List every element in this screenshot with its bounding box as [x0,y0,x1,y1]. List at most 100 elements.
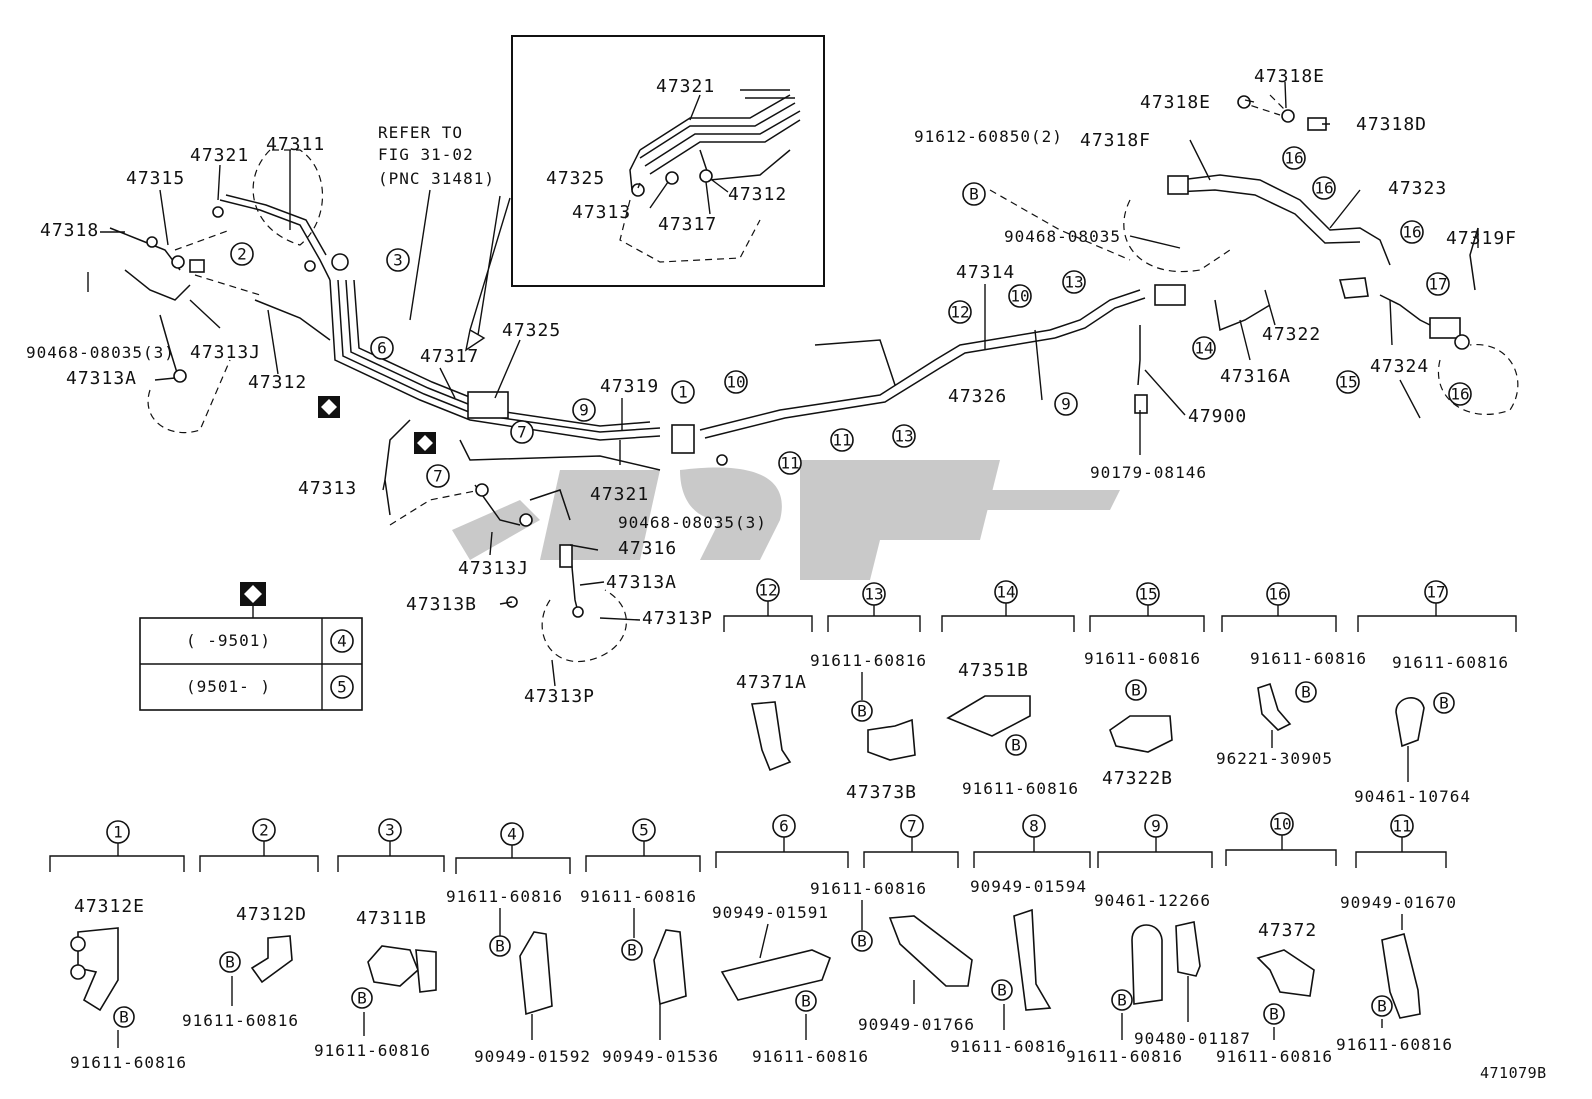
fitting-icon [212,206,224,218]
part-label: 47313 [298,478,357,499]
part-label: 47323 [1388,178,1447,199]
inset-label: 47313 [572,202,631,223]
refer-note: REFER TO FIG 31-02 (PNC 31481) [378,123,495,188]
svg-text:B: B [119,1008,129,1027]
clamp-icon [671,424,695,454]
fitting-icon [716,454,728,466]
bolt-marker-icon: B [991,979,1013,1001]
callout-9: 9 [572,398,596,422]
part-label: 91611-60816 [962,779,1079,798]
svg-text:B: B [1439,694,1449,713]
svg-text:10: 10 [1272,815,1291,834]
svg-text:11: 11 [1392,817,1411,836]
inset-label: 47321 [656,76,715,97]
bolt-marker-icon: B [851,930,873,952]
junction-block-icon [467,391,509,419]
svg-text:16: 16 [1402,223,1421,242]
bolt-marker-icon: B [621,939,643,961]
bolt-icon [506,596,518,608]
svg-text:17: 17 [1428,275,1447,294]
part-label: 91611-60816 [182,1011,299,1030]
part-label: 47313P [524,686,595,707]
part-label: 91611-60816 [752,1047,869,1066]
callout-17: 17 [1426,272,1450,296]
clamp-icon [1395,697,1425,748]
part-label: 91611-60816 [1250,649,1367,668]
svg-text:12: 12 [758,581,777,600]
svg-text:B: B [1131,681,1141,700]
svg-text:3: 3 [385,821,395,840]
svg-text:16: 16 [1268,585,1287,604]
bolt-marker-icon: B [1005,734,1027,756]
bracket-group-6: 6 90949-01591 B 91611-60816 [712,814,869,1066]
part-label: 47324 [1370,356,1429,377]
refer-note-line: (PNC 31481) [378,169,495,188]
part-label: 91612-60850(2) [914,127,1063,146]
bolt-marker-icon: B [851,700,873,722]
part-label: 47313J [458,558,529,579]
svg-text:10: 10 [1010,287,1029,306]
svg-text:B: B [1377,997,1387,1016]
bracket-icon [946,695,1031,737]
diamond-marker-icon [318,396,340,418]
valve-icon [1109,715,1173,753]
svg-text:17: 17 [1426,583,1445,602]
callout-15: 15 [1336,370,1360,394]
part-label: 90949-01536 [602,1047,719,1066]
svg-text:13: 13 [894,427,913,446]
svg-text:14: 14 [1194,339,1213,358]
part-label: 91611-60816 [1084,649,1201,668]
part-label: 91611-60816 [1336,1035,1453,1054]
part-label: 90461-12266 [1094,891,1211,910]
fitting-icon [519,513,533,527]
part-label: 47313A [66,368,137,389]
part-label: 91611-60816 [810,651,927,670]
svg-text:4: 4 [337,632,347,651]
callout-7: 7 [510,420,534,444]
part-label: 47351B [958,660,1029,681]
part-label: 91611-60816 [950,1037,1067,1056]
hose-end-icon [559,544,573,568]
bracket-group-3: 3 47311B B 91611-60816 [314,818,445,1060]
svg-text:B: B [997,981,1007,1000]
inset-frame [511,35,825,287]
part-label: 90949-01594 [970,877,1087,896]
part-label: 47325 [502,320,561,341]
part-label: 47318E [1254,66,1325,87]
bolt-marker-icon: B [1111,989,1133,1011]
fitting-icon [475,483,489,497]
part-label: 47319F [1446,228,1517,249]
fittings [146,95,1470,618]
bolt-marker-icon: B [489,935,511,957]
svg-text:13: 13 [1064,273,1083,292]
fitting-icon [173,369,187,383]
inset-label: 47325 [546,168,605,189]
bolt-marker-icon: B [795,990,817,1012]
hose-end-icon [1429,317,1461,339]
bolt-marker-icon: B [1433,692,1455,714]
refer-note-line: FIG 31-02 [378,145,474,164]
bracket-icon [888,915,973,987]
bolt-marker-icon: B [113,1006,135,1028]
svg-text:B: B [1301,683,1311,702]
svg-text:7: 7 [517,423,527,442]
svg-text:11: 11 [832,431,851,450]
bracket-group-14: 14 47351B B 91611-60816 [941,580,1079,798]
svg-text:B: B [1269,1005,1279,1024]
part-label: 47312 [248,372,307,393]
callout-16: 16 [1312,176,1336,200]
diamond-marker-icon [414,432,436,454]
fitting-icon [1454,334,1470,350]
bracket-group-7: 7 91611-60816 B 90949-01766 [810,814,974,1034]
bracket-group-11: 11 90949-01670 B 91611-60816 [1336,814,1456,1054]
refer-note-line: REFER TO [378,123,463,142]
svg-text:6: 6 [377,339,387,358]
fitting-icon [146,236,158,248]
inset-label: 47312 [728,184,787,205]
callout-12: 12 [948,300,972,324]
union-icon [331,253,349,271]
part-label: 91611-60816 [580,887,697,906]
part-label: 91611-60816 [1066,1047,1183,1066]
part-label: 47314 [956,262,1015,283]
part-label: 47326 [948,386,1007,407]
